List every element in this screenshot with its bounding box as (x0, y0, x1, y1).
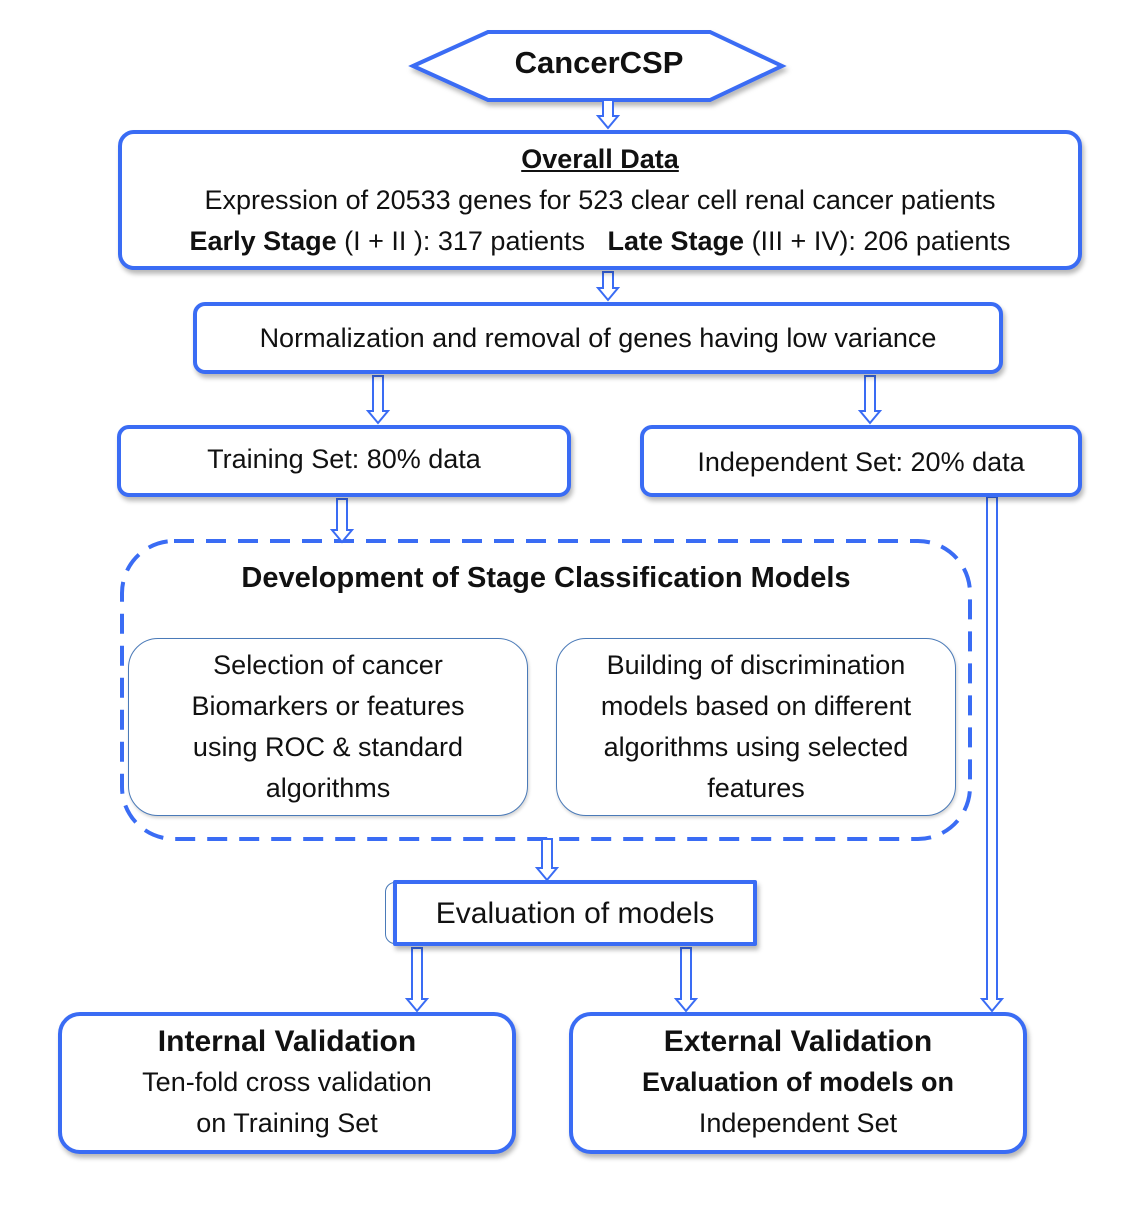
building-line: Building of discrimination (606, 650, 906, 680)
start-hexagon (408, 30, 787, 102)
selection-line: Biomarkers or features (191, 691, 465, 721)
development-title: Development of Stage Classification Mode… (241, 562, 851, 594)
arrow-independent-to-external (979, 496, 1005, 1013)
building-line: algorithms using selected (603, 732, 909, 762)
overall-data-box: Overall Data Expression of 20533 genes f… (118, 130, 1082, 270)
independent-set-label: Independent Set: 20% data (697, 447, 1025, 477)
late-stage-detail: (III + IV): 206 patients (744, 225, 1011, 256)
overall-data-stages: Early Stage (I + II ): 317 patients Late… (190, 221, 1011, 262)
early-stage-detail: (I + II ): 317 patients (336, 225, 585, 256)
external-validation-box: External Validation Evaluation of models… (569, 1012, 1027, 1154)
training-set-label: Training Set: 80% data (207, 444, 481, 474)
building-line: models based on different (600, 691, 912, 721)
start-label: CancerCSP (514, 45, 684, 80)
internal-validation-line: Ten-fold cross validation (142, 1067, 432, 1097)
selection-line: Selection of cancer (213, 650, 443, 680)
overall-data-title: Overall Data (521, 143, 679, 174)
external-validation-title: External Validation (663, 1025, 933, 1058)
arrow-development-to-evaluation (534, 838, 560, 882)
arrow-start-to-overall (595, 99, 621, 130)
building-line: features (707, 773, 805, 803)
overall-data-description: Expression of 20533 genes for 523 clear … (204, 184, 996, 215)
external-validation-subtitle: Evaluation of models on (641, 1067, 955, 1097)
selection-box: Selection of cancer Biomarkers or featur… (128, 638, 528, 816)
selection-line: algorithms (265, 773, 391, 803)
internal-validation-line: on Training Set (196, 1108, 378, 1138)
training-set-box: Training Set: 80% data (117, 425, 571, 497)
building-box: Building of discrimination models based … (556, 638, 956, 816)
arrow-evaluation-to-external (673, 947, 699, 1013)
arrow-evaluation-to-internal (404, 947, 430, 1013)
evaluation-box: Evaluation of models (393, 880, 757, 946)
external-validation-line: Independent Set (698, 1108, 898, 1138)
selection-line: using ROC & standard (192, 732, 464, 762)
arrow-training-to-development (329, 498, 355, 544)
arrow-normalization-to-training (365, 375, 391, 425)
arrow-overall-to-normalization (595, 271, 621, 302)
early-stage-label: Early Stage (189, 225, 337, 256)
independent-set-box: Independent Set: 20% data (640, 425, 1082, 497)
evaluation-label: Evaluation of models (435, 896, 715, 930)
normalization-box: Normalization and removal of genes havin… (193, 302, 1003, 374)
internal-validation-box: Internal Validation Ten-fold cross valid… (58, 1012, 516, 1154)
normalization-label: Normalization and removal of genes havin… (259, 322, 937, 353)
late-stage-label: Late Stage (607, 225, 745, 256)
internal-validation-title: Internal Validation (157, 1025, 417, 1058)
arrow-normalization-to-independent (857, 375, 883, 425)
